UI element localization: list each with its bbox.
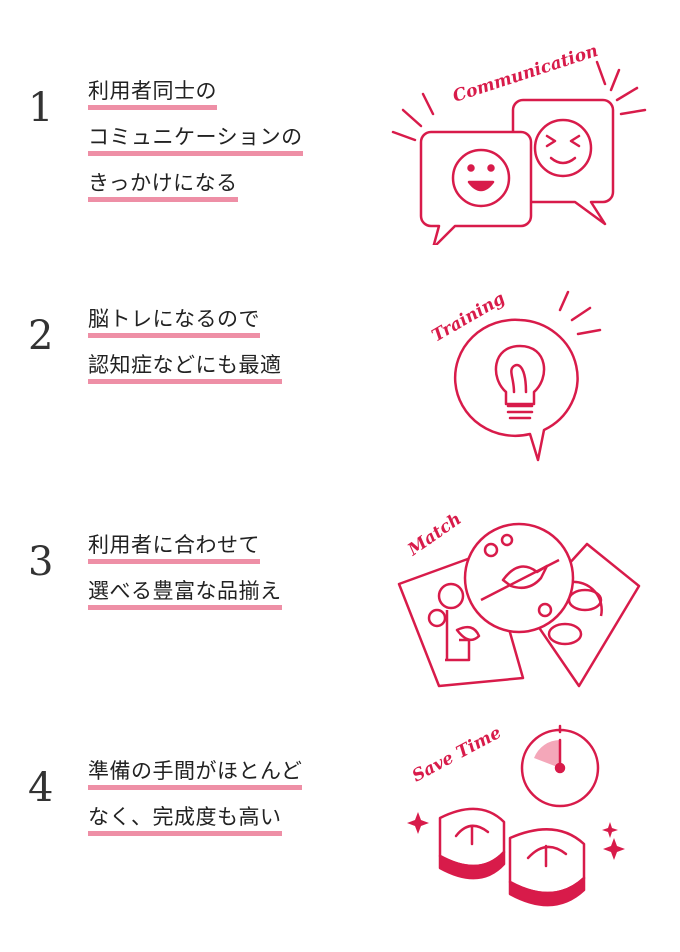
feature-number: 1 — [28, 85, 54, 131]
illustration-label: Match — [404, 509, 466, 561]
feature-line: 準備の手間がほとんど — [88, 758, 303, 790]
feature-text: 準備の手間がほとんど なく、完成度も高い — [88, 758, 303, 850]
feature-text: 利用者同士の コミュニケーションの きっかけになる — [88, 78, 303, 216]
feature-number: 2 — [28, 313, 54, 359]
speech-bubbles-faces-icon: Communication — [391, 41, 647, 245]
lightbulb-bubble-icon: Training — [429, 288, 602, 462]
feature-line: 利用者に合わせて — [88, 532, 260, 564]
feature-line: きっかけになる — [88, 170, 238, 202]
feature-line: 選べる豊富な品揃え — [88, 578, 282, 610]
feature-line: 認知症などにも最適 — [88, 352, 282, 384]
feature-text: 脳トレになるので 認知症などにも最適 — [88, 306, 282, 398]
feature-number: 3 — [28, 539, 54, 585]
illustration-label: Communication — [450, 41, 600, 107]
illustration-label: Training — [429, 288, 509, 346]
clock-sandals-icon: Save Time — [407, 723, 625, 907]
feature-line: コミュニケーションの — [88, 124, 303, 156]
coloring-pages-icon: Match — [397, 509, 641, 688]
illustration-label: Save Time — [409, 723, 505, 787]
feature-line: 脳トレになるので — [88, 306, 260, 338]
feature-number: 4 — [28, 765, 54, 811]
feature-line: 利用者同士の — [88, 78, 217, 110]
feature-text: 利用者に合わせて 選べる豊富な品揃え — [88, 532, 282, 624]
feature-line: なく、完成度も高い — [88, 804, 282, 836]
